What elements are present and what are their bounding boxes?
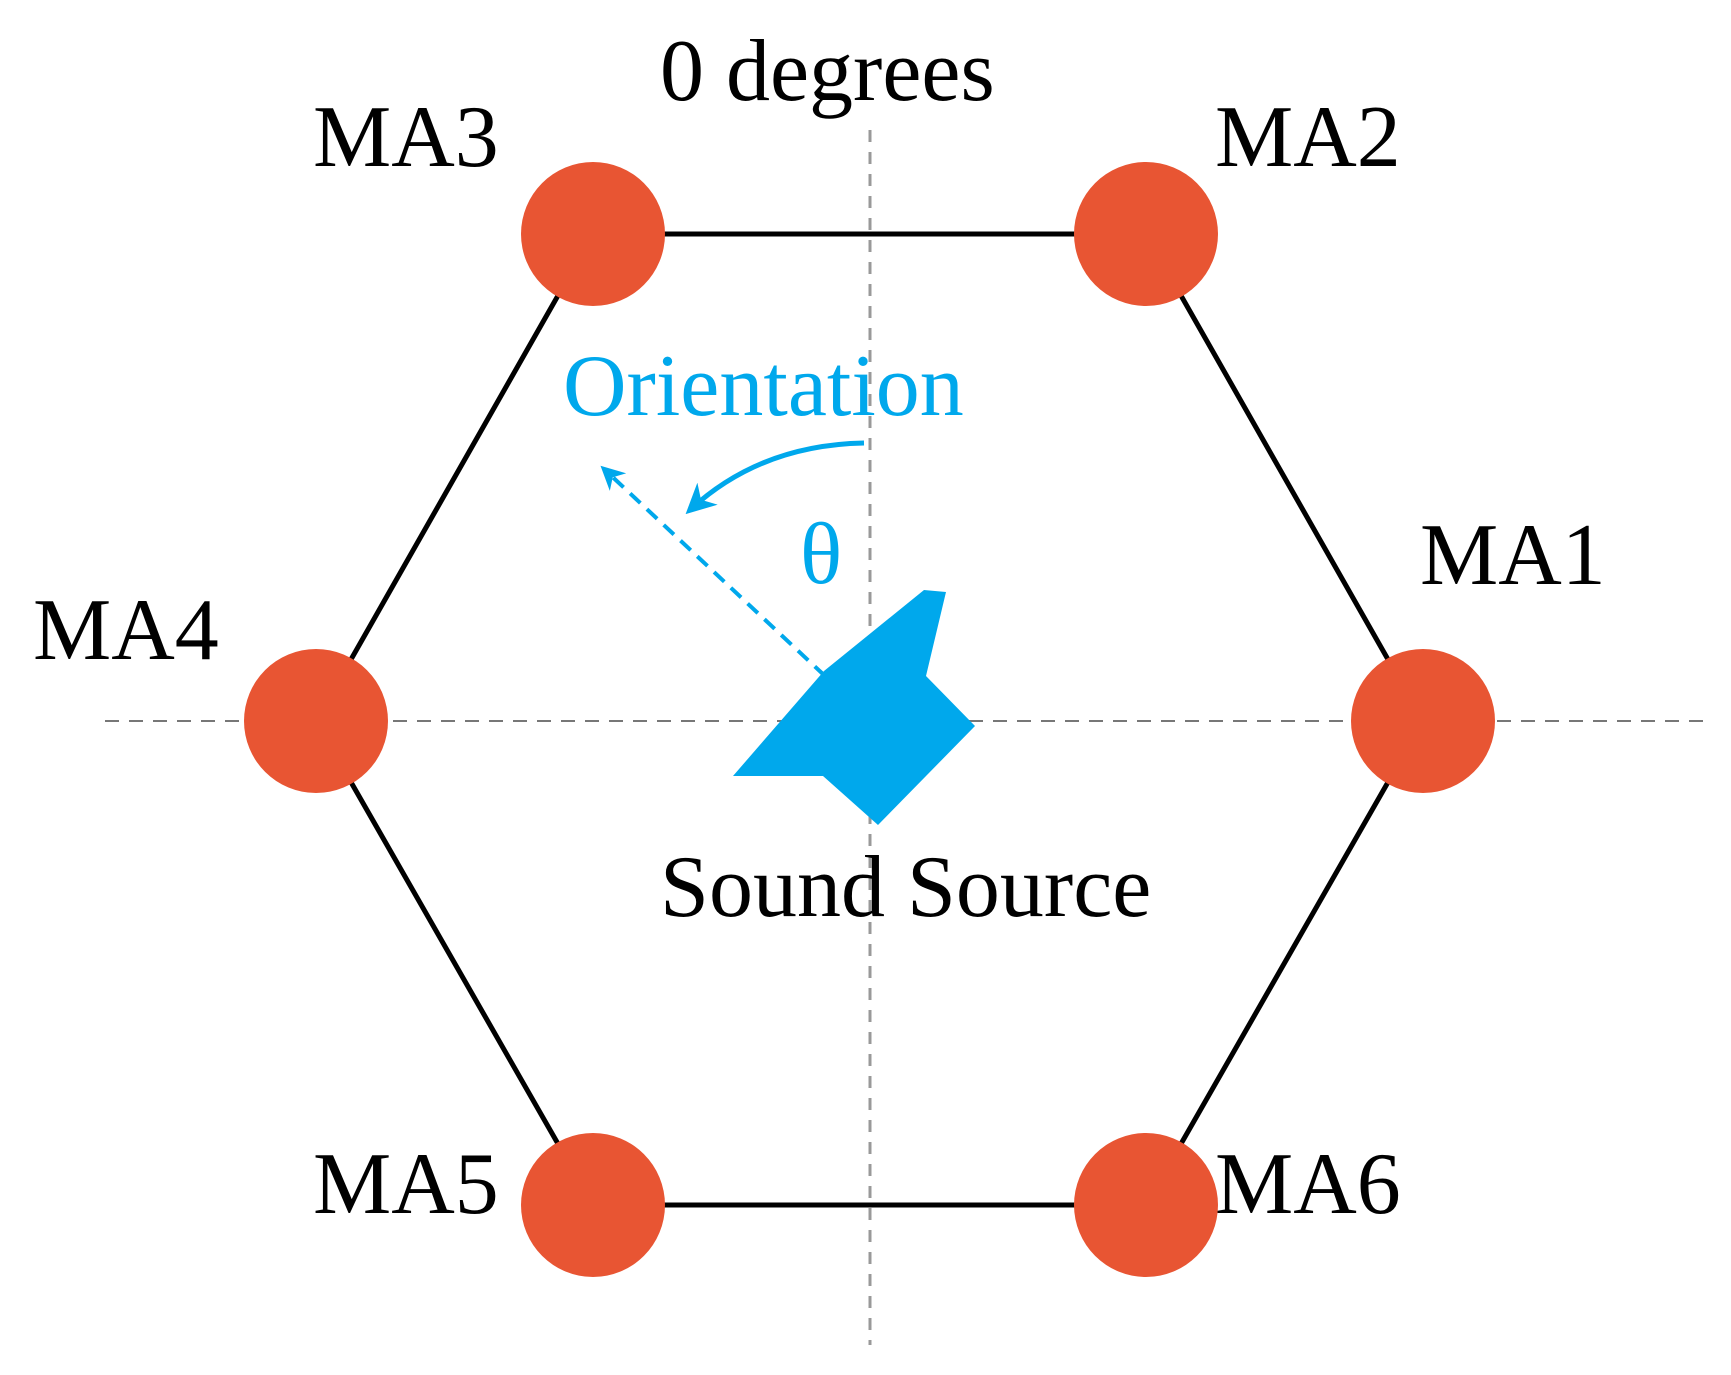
microphone-ma3 [521,162,665,306]
label-ma2: MA2 [1215,89,1401,186]
label-ma5: MA5 [313,1136,499,1233]
orientation-rotation-arrow [685,440,865,515]
microphone-ma1 [1351,649,1495,793]
microphone-ma4 [244,649,388,793]
microphone-ma2 [1074,162,1218,306]
microphone-ma5 [521,1133,665,1277]
sound-source-label: Sound Source [660,839,1151,936]
label-ma3: MA3 [313,89,499,186]
label-ma4: MA4 [33,582,219,679]
microphone-ma6 [1074,1133,1218,1277]
theta-label: θ [800,506,842,603]
orientation-label: Orientation [563,338,964,435]
speaker-icon [733,590,975,825]
label-ma1: MA1 [1420,507,1606,604]
orientation-direction-line [600,465,827,678]
zero-degrees-label: 0 degrees [660,23,995,120]
label-ma6: MA6 [1215,1136,1401,1233]
microphone-group [244,162,1495,1277]
